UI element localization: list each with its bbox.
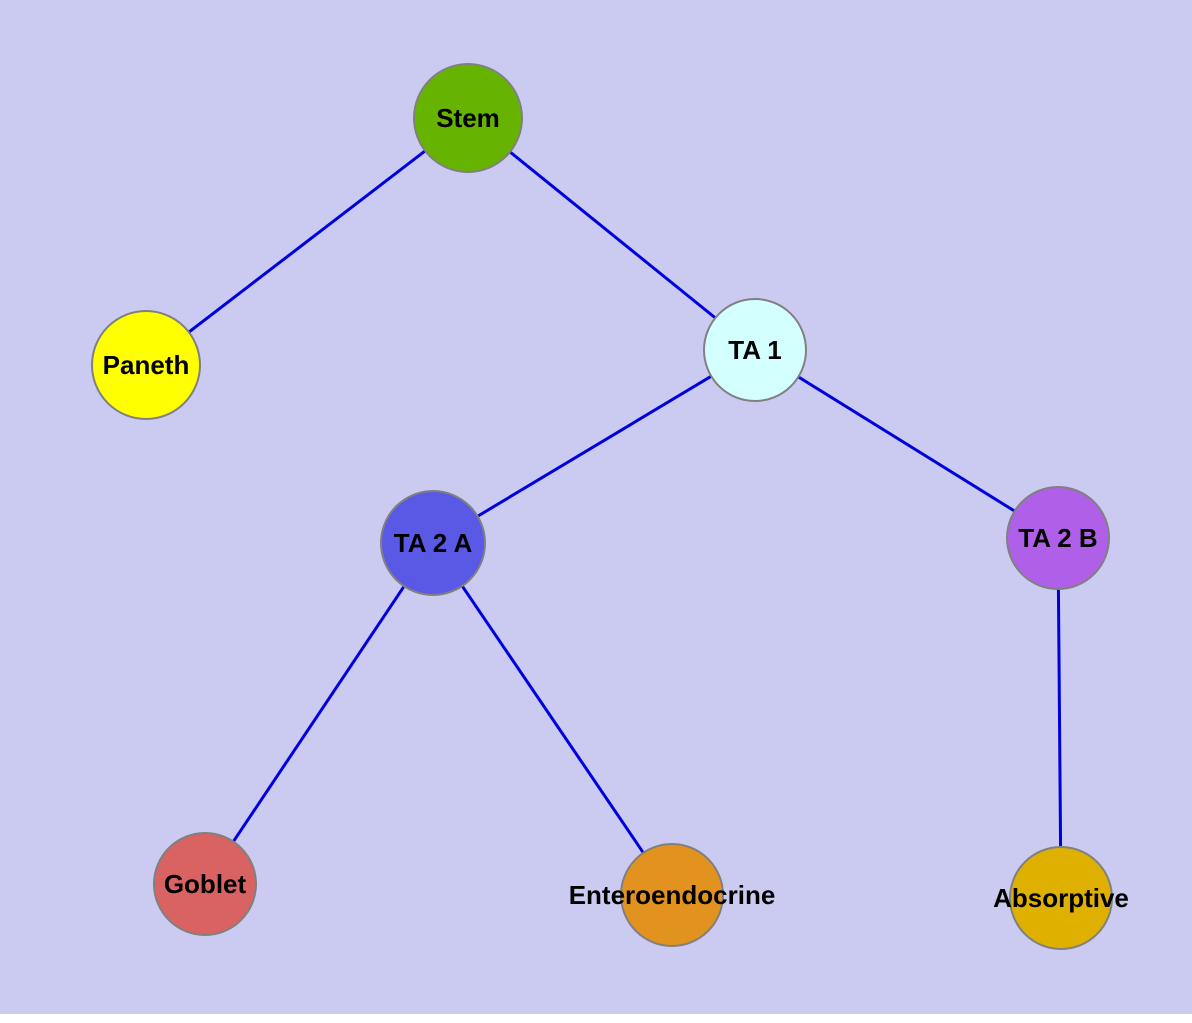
edge-stem-ta1 (467, 116, 756, 352)
node-absorptive-label: Absorptive (993, 883, 1129, 913)
node-ta-2-b[interactable]: TA 2 B (1006, 486, 1110, 590)
node-ta-2-a-label: TA 2 A (393, 528, 473, 558)
node-ta-2-a[interactable]: TA 2 A (380, 490, 486, 596)
node-paneth-label: Paneth (102, 350, 190, 380)
edge-ta2b-absorptive (1056, 537, 1063, 899)
node-stem[interactable]: Stem (413, 63, 523, 173)
node-goblet-label: Goblet (163, 869, 247, 899)
node-ta-2-b-label: TA 2 B (1018, 523, 1098, 553)
node-absorptive[interactable]: Absorptive (993, 846, 1129, 950)
node-enteroendocrine[interactable]: Enteroendocrine (569, 843, 775, 947)
edge-ta1-ta2b (754, 348, 1059, 540)
edge-ta1-ta2a (432, 348, 756, 545)
node-enteroendocrine-label: Enteroendocrine (568, 880, 776, 910)
node-paneth[interactable]: Paneth (91, 310, 201, 420)
node-ta-1-label: TA 1 (728, 335, 782, 365)
edge-ta2a-enteroendocrine (431, 542, 674, 896)
node-ta-1[interactable]: TA 1 (703, 298, 807, 402)
node-stem-label: Stem (436, 103, 500, 133)
window-bottom-edge (0, 1014, 1192, 1023)
node-goblet[interactable]: Goblet (153, 832, 257, 936)
edge-stem-paneth (145, 116, 469, 367)
edge-ta2a-goblet (203, 542, 435, 885)
